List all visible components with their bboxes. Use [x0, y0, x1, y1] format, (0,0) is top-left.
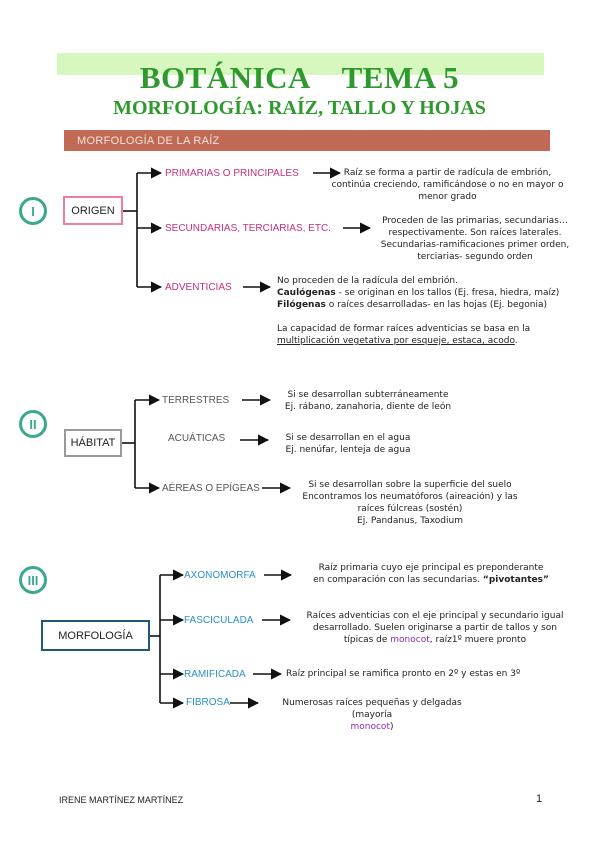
- title-highlight: [57, 53, 544, 75]
- desc-adventicias: No proceden de la radícula del embrión. …: [277, 276, 560, 346]
- footer-author: IRENE MARTÍNEZ MARTÍNEZ: [59, 795, 184, 805]
- desc-axonomorfa: Raíz primaria cuyo eje principal es prep…: [313, 563, 549, 585]
- origen-box: ORIGEN: [63, 196, 123, 225]
- section-title: MORFOLOGÍA DE LA RAÍZ: [77, 135, 220, 147]
- desc-secundarias: Proceden de las primarias, secundarias…r…: [380, 216, 570, 262]
- label-ramificada: RAMIFICADA: [184, 669, 246, 680]
- label-secundarias: SECUNDARIAS, TERCIARIAS, ETC.: [165, 223, 331, 234]
- label-primarias: PRIMARIAS O PRINCIPALES: [165, 168, 299, 179]
- label-fasciculada: FASCICULADA: [184, 615, 254, 626]
- section-banner: [64, 130, 550, 151]
- section-number-circle: II: [19, 410, 47, 438]
- morfologia-box: MORFOLOGÍA: [41, 620, 150, 651]
- page-number: 1: [536, 793, 543, 805]
- label-adventicias: ADVENTICIAS: [165, 282, 232, 293]
- desc-fibrosa: Numerosas raíces pequeñas y delgadas (ma…: [282, 698, 462, 732]
- desc-primarias: Raíz se forma a partir de radícula de em…: [331, 168, 564, 202]
- page-subtitle: MORFOLOGÍA: RAÍZ, TALLO Y HOJAS: [113, 97, 486, 119]
- label-acuaticas: ACUÁTICAS: [168, 433, 226, 444]
- label-fibrosa: FIBROSA: [186, 697, 230, 708]
- habitat-box: HÁBITAT: [64, 429, 122, 457]
- label-aereas: AÉREAS O EPÍGEAS: [162, 483, 260, 494]
- desc-fasciculada: Raíces adventicias con el eje principal …: [306, 611, 564, 645]
- label-terrestres: TERRESTRES: [162, 395, 230, 406]
- desc-ramificada: Raíz principal se ramifica pronto en 2º …: [286, 669, 521, 679]
- section-number-circle: I: [19, 197, 47, 225]
- label-axonomorfa: AXONOMORFA: [184, 570, 256, 581]
- section-number-circle: III: [19, 566, 47, 594]
- page-title: BOTÁNICA TEMA 5: [139, 60, 460, 95]
- desc-aereas: Si se desarrollan sobre la superficie de…: [302, 480, 518, 526]
